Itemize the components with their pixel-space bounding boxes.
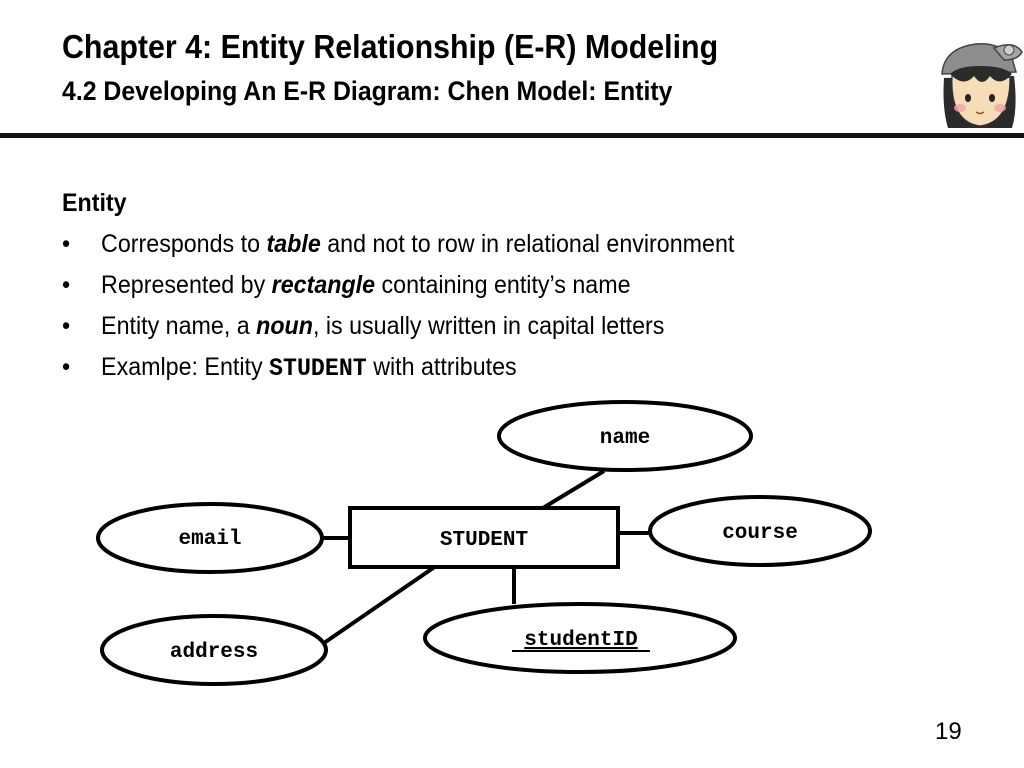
key-attribute-label: studentID xyxy=(524,629,637,652)
bullet-item: • Entity name, a noun, is usually writte… xyxy=(62,306,734,347)
page-number: 19 xyxy=(935,718,962,745)
attribute-course: course xyxy=(648,495,872,567)
attribute-address: address xyxy=(100,614,328,686)
bullet-text: Corresponds to xyxy=(101,230,267,258)
cartoon-girl-with-cap-icon xyxy=(941,43,1023,128)
attribute-label: address xyxy=(170,641,258,664)
slide-subtitle: 4.2 Developing An E-R Diagram: Chen Mode… xyxy=(62,76,673,106)
key-attribute-studentid: studentID xyxy=(423,602,737,674)
bullet-text: , is usually written in capital letters xyxy=(312,312,665,340)
bullet-text: Entity name, a xyxy=(101,312,257,340)
attribute-label: course xyxy=(722,522,798,545)
attribute-label: email xyxy=(178,528,241,551)
connector-line-address xyxy=(322,564,438,645)
entity-label: STUDENT xyxy=(440,529,528,552)
code-term: STUDENT xyxy=(269,354,367,383)
bullet-item: • Examlpe: Entity STUDENT with attribute… xyxy=(62,347,734,389)
bullet-text: Examlpe: Entity xyxy=(101,353,270,381)
connector-line-name xyxy=(541,469,606,510)
bullet-list: • Corresponds to table and not to row in… xyxy=(62,224,734,389)
bullet-text: containing entity’s name xyxy=(375,271,631,299)
bullet-icon: • xyxy=(62,230,71,258)
bullet-item: • Represented by rectangle containing en… xyxy=(62,265,734,306)
bullet-text: with attributes xyxy=(366,353,517,381)
attribute-email: email xyxy=(96,502,324,574)
section-heading: Entity xyxy=(62,189,127,217)
attribute-label: name xyxy=(600,427,650,450)
bullet-text: and not to row in relational environment xyxy=(320,230,735,258)
slide-title: Chapter 4: Entity Relationship (E-R) Mod… xyxy=(62,28,719,65)
entity-rectangle: STUDENT xyxy=(348,506,620,569)
emphasis-term: rectangle xyxy=(271,271,376,299)
attribute-name: name xyxy=(497,400,753,472)
bullet-text: Represented by xyxy=(101,271,272,299)
bullet-item: • Corresponds to table and not to row in… xyxy=(62,224,734,265)
bullet-icon: • xyxy=(62,312,71,340)
bullet-icon: • xyxy=(62,271,71,299)
slide-body: Entity • Corresponds to table and not to… xyxy=(62,183,734,389)
bullet-icon: • xyxy=(62,353,71,381)
title-divider xyxy=(0,133,1024,138)
emphasis-term: noun xyxy=(256,312,313,340)
emphasis-term: table xyxy=(266,230,321,258)
